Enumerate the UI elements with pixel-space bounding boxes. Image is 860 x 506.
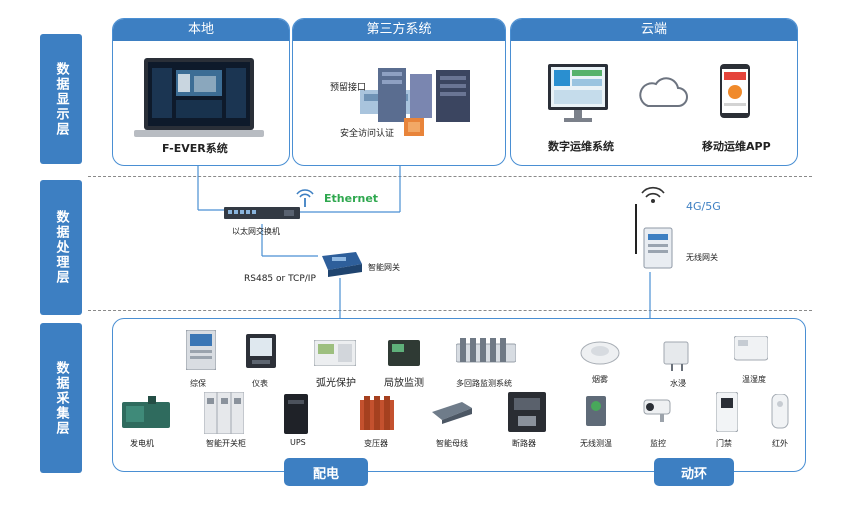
device-label-access: 门禁 [716,439,732,448]
device-label-meter: 仪表 [252,379,268,388]
device-label-water: 水浸 [670,379,686,388]
layer-processing-label: 数据处理层 [53,210,69,285]
laptop-icon [134,58,264,137]
relay-protection-icon [186,330,216,370]
tab-environment-label: 动环 [680,466,707,482]
tab-power-distribution: 配电 [284,458,368,486]
device-label-busbar: 智能母线 [436,439,468,448]
protocol-label: RS485 or TCP/IP [244,274,316,284]
temp-humidity-icon [734,336,768,361]
cellular-label: 4G/5G [686,200,721,213]
smart-gateway-icon [322,252,362,277]
device-label-camera: 监控 [650,439,666,448]
device-label-multi-circuit: 多回路监测系统 [456,379,512,388]
wireless-gateway-icon [635,204,673,269]
server-rack-icon [360,68,470,136]
local-system-caption: F-EVER系统 [162,142,228,155]
mobile-phone-icon [720,64,750,118]
infrared-sensor-icon [771,394,789,429]
device-label-transformer: 变压器 [364,439,388,448]
separator-bottom [88,310,812,311]
device-label-relay: 综保 [190,379,206,388]
ups-icon [284,394,308,434]
security-auth-label: 安全访问认证 [340,129,395,139]
layer-tab-processing: 数据处理层 [40,180,82,315]
panel-cloud-title: 云端 [511,19,797,41]
reserved-interface-label: 预留接口 [330,83,367,93]
ethernet-switch-icon [224,207,300,219]
smart-gateway-label: 智能网关 [368,263,400,272]
device-label-temp: 温湿度 [742,375,766,384]
tab-power-label: 配电 [312,466,339,482]
layer-tab-display: 数据显示层 [40,34,82,164]
layer-tab-collection: 数据采集层 [40,323,82,473]
separator-top [88,176,812,177]
device-label-partial-discharge: 局放监测 [384,378,424,389]
ethernet-label: Ethernet [324,192,379,205]
device-label-ups: UPS [290,438,306,447]
mobile-app-caption: 移动运维APP [702,140,771,153]
device-label-wireless-temp: 无线测温 [580,439,612,448]
smart-busbar-icon [432,402,472,424]
switchgear-icon [204,392,244,434]
meter-icon [246,334,276,368]
wireless-temp-icon [586,396,606,426]
monitor-icon [548,64,608,122]
layer-collection-label: 数据采集层 [53,360,69,436]
device-label-switchgear: 智能开关柜 [206,439,246,448]
wifi-tower-icon [296,189,314,207]
smoke-detector-icon [580,341,620,365]
wifi-signal-icon [641,186,665,203]
partial-discharge-icon [388,340,420,366]
arc-protection-icon [314,340,356,366]
camera-icon [643,399,671,422]
layer-display-label: 数据显示层 [53,61,69,137]
device-label-infrared: 红外 [772,439,788,448]
wireless-gateway-label: 无线网关 [686,253,718,262]
tab-environment: 动环 [654,458,734,486]
device-label-breaker: 断路器 [512,439,536,448]
panel-third-party-title: 第三方系统 [293,19,505,41]
water-leak-icon [663,341,689,371]
device-label-generator: 发电机 [130,439,154,448]
cloud-icon [639,77,688,107]
device-label-smoke: 烟雾 [592,375,608,384]
access-control-icon [716,392,738,432]
circuit-breaker-icon [508,392,546,432]
transformer-icon [360,396,394,430]
digital-ops-caption: 数字运维系统 [548,140,614,153]
generator-icon [122,396,170,428]
ethernet-switch-label: 以太网交换机 [232,227,280,236]
device-label-arc: 弧光保护 [316,378,356,389]
multi-circuit-icon [456,338,516,363]
panel-local-title: 本地 [113,19,289,41]
